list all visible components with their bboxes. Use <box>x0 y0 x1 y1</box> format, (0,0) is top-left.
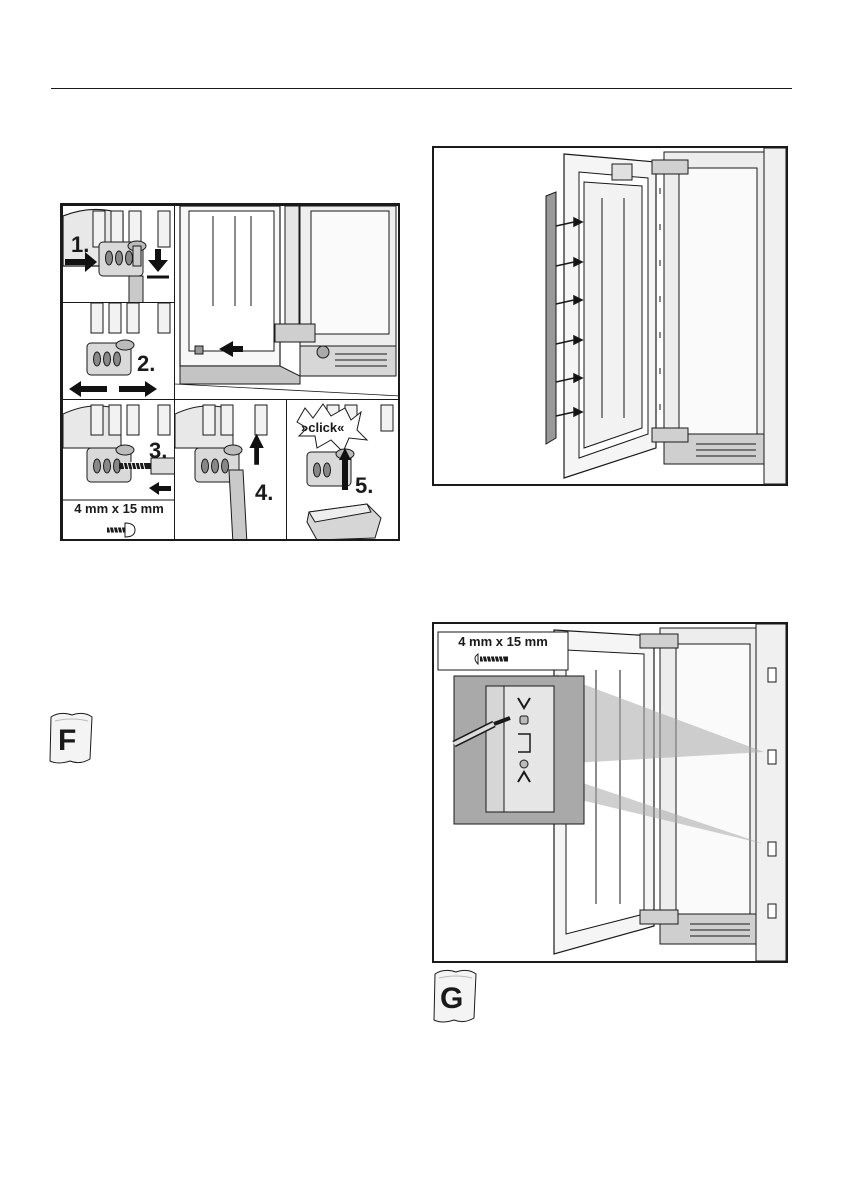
screw-size-label: 4 mm x 15 mm <box>63 501 175 519</box>
step-3-panel: 3. 4 mm x 15 mm <box>62 399 175 541</box>
parts-bag-f: F <box>46 711 96 767</box>
bracket-screw-size-label: 4 mm x 15 mm <box>440 634 566 652</box>
step-1-panel: 1. <box>62 205 175 303</box>
door-overview-panel <box>174 205 400 400</box>
door-trim-figure <box>432 146 788 486</box>
step-2-label: 2. <box>137 353 155 375</box>
click-label: »click« <box>301 420 344 435</box>
header-rule <box>51 88 792 89</box>
step-5-label: 5. <box>355 475 373 497</box>
step-1-label: 1. <box>71 234 89 256</box>
bag-f-letter: F <box>58 724 76 758</box>
step-4-panel: 4. <box>174 399 287 541</box>
parts-bag-g: G <box>430 968 480 1026</box>
bag-g-letter: G <box>440 982 463 1016</box>
bracket-figure: 4 mm x 15 mm <box>432 622 788 963</box>
step-4-label: 4. <box>255 482 273 504</box>
step-5-panel: »click« 5. <box>286 399 400 541</box>
step-3-label: 3. <box>149 440 167 462</box>
step-2-panel: 2. <box>62 302 175 400</box>
hinge-steps-figure: 1. 2. <box>60 203 400 541</box>
